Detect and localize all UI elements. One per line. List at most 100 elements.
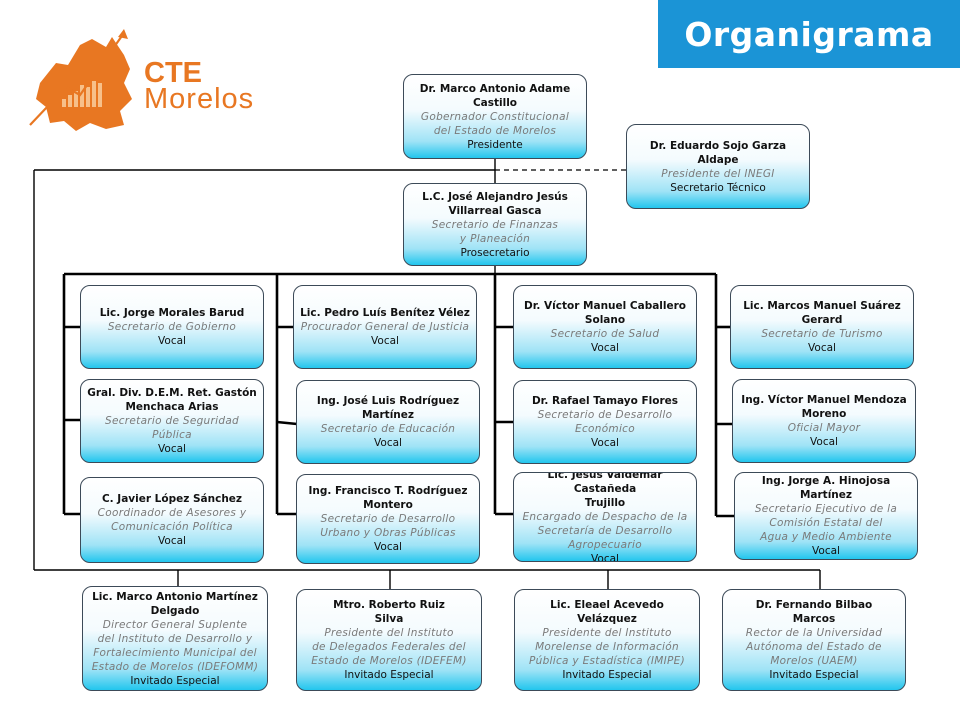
morelos-map-shape — [36, 37, 132, 131]
member-name: Dr. Fernando Bilbao — [755, 599, 873, 611]
member-position: Morelos (UAEM) — [770, 655, 858, 667]
member-position: Estado de Morelos (IDEFOMM) — [91, 660, 259, 673]
member-position: Agua y Medio Ambiente — [760, 531, 892, 543]
member-position: Fortalecimiento Municipal del — [93, 646, 257, 659]
member-role: Vocal — [158, 335, 186, 347]
member-role: Vocal — [374, 541, 402, 553]
member-role: Invitado Especial — [769, 669, 859, 681]
member-name: Lic. Eleael Acevedo — [550, 599, 664, 611]
member-position: Pública y Estadística (IMIPE) — [529, 655, 685, 667]
member-role: Vocal — [591, 342, 619, 354]
member-name: Lic. Marco Antonio Martínez — [92, 590, 258, 603]
member-position: y Planeación — [459, 232, 531, 245]
member-position: del Instituto de Desarrollo y — [97, 632, 253, 645]
member-position: de Delegados Federales del — [312, 641, 466, 653]
member-position: Presidente del Instituto — [324, 627, 454, 639]
member-position: Urbano y Obras Públicas — [320, 527, 456, 539]
member-position: Comunicación Política — [111, 521, 233, 533]
member-position: Encargado de Despacho de la — [522, 511, 688, 523]
member-position: Coordinador de Asesores y — [97, 507, 247, 519]
growth-arrow-icon — [29, 32, 125, 126]
member-position: Presidente del INEGI — [661, 167, 775, 180]
member-name: C. Javier López Sánchez — [101, 493, 243, 505]
member-name: Menchaca Arias — [125, 401, 219, 413]
member-role: Invitado Especial — [344, 669, 434, 681]
member-position: Económico — [575, 423, 635, 435]
member-name: Delgado — [150, 604, 200, 617]
member-name: Castillo — [472, 96, 518, 109]
member-position: Pública — [152, 429, 192, 441]
member-role: Vocal — [810, 436, 838, 448]
bar-graph-icon — [62, 81, 102, 107]
member-role: Vocal — [374, 437, 402, 449]
member-name: Villarreal Gasca — [448, 204, 542, 217]
member-position: Comisión Estatal del — [769, 517, 883, 529]
member-name: Moreno — [801, 408, 847, 420]
member-name: Mtro. Roberto Ruiz — [333, 599, 445, 611]
member-name: Gral. Div. D.E.M. Ret. Gastón — [87, 387, 257, 399]
member-position: Agropecuario — [568, 539, 642, 551]
logo-text-cte: CTE — [144, 57, 202, 89]
member-name: Silva — [374, 613, 404, 625]
member-position: Secretario de Turismo — [761, 328, 883, 340]
member-name: Velázquez — [577, 613, 637, 625]
member-name: Dr. Eduardo Sojo Garza Aldape — [649, 139, 787, 166]
member-name: Lic. Pedro Luís Benítez Vélez — [300, 307, 470, 319]
member-name: L.C. José Alejandro Jesús — [422, 190, 568, 203]
member-name: Ing. Jorge A. Hinojosa Martínez — [761, 475, 891, 501]
member-role: Vocal — [591, 437, 619, 449]
member-role: Invitado Especial — [562, 669, 652, 681]
member-position: Secretaría de Desarrollo — [537, 525, 673, 537]
logo-text-morelos: Morelos — [144, 83, 254, 115]
member-role: Invitado Especial — [130, 674, 220, 687]
member-role: Vocal — [158, 443, 186, 455]
member-position: Secretario de Seguridad — [104, 415, 240, 427]
member-name: Lic. Marcos Manuel Suárez — [743, 300, 901, 312]
member-role: Presidente — [467, 138, 523, 151]
member-name: Dr. Rafael Tamayo Flores — [531, 395, 679, 407]
member-position: Secretario de Salud — [550, 328, 660, 340]
member-position: del Estado de Morelos — [433, 124, 557, 137]
member-name: Lic. Jesús Valdemar Castañeda — [547, 472, 663, 495]
member-name: Ing. José Luis Rodríguez — [316, 395, 460, 407]
member-position: Gobernador Constitucional — [420, 110, 570, 123]
member-name: Dr. Víctor Manuel Caballero — [523, 300, 687, 312]
member-role: Vocal — [591, 553, 619, 562]
member-name: Trujillo — [584, 497, 626, 509]
cte-morelos-logo: CTE Morelos — [29, 29, 254, 131]
member-position: Estado de Morelos (IDEFEM) — [311, 655, 467, 667]
member-position: Director General Suplente — [102, 618, 248, 631]
member-position: Secretario de Desarrollo — [537, 409, 673, 421]
page-title: Organigrama — [658, 0, 960, 68]
member-role: Vocal — [371, 335, 399, 347]
member-name: Gerard — [801, 314, 843, 326]
member-name: Dr. Marco Antonio Adame — [419, 82, 571, 95]
member-name: Marcos — [792, 613, 836, 625]
member-position: Procurador General de Justicia — [300, 321, 470, 333]
member-position: Secretario de Finanzas — [431, 218, 559, 231]
member-name: Lic. Jorge Morales Barud — [99, 307, 245, 319]
member-role: Vocal — [812, 545, 840, 557]
member-position: Autónoma del Estado de — [746, 641, 882, 653]
member-name: Solano — [584, 314, 626, 326]
member-role: Vocal — [808, 342, 836, 354]
member-name: Montero — [363, 499, 413, 511]
member-position: Presidente del Instituto — [542, 627, 672, 639]
